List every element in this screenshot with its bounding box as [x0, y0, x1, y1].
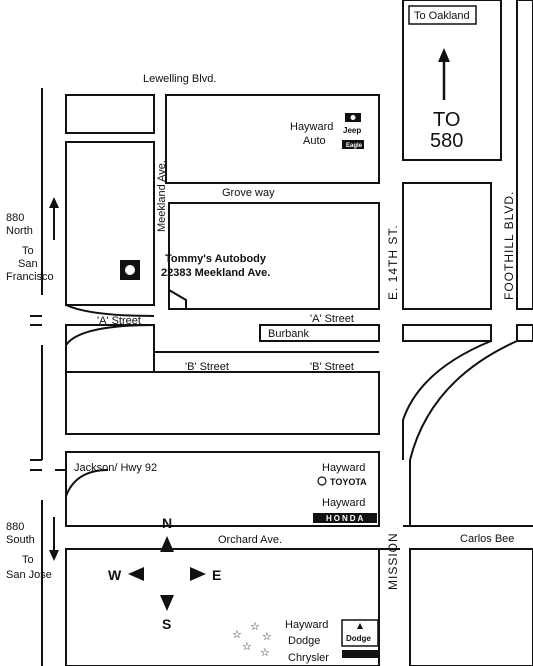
- toyota-logo-icon: [317, 476, 327, 486]
- up-arrow-icon: [438, 48, 450, 100]
- street-lines: [30, 88, 533, 666]
- svg-text:☆: ☆: [262, 630, 272, 643]
- hwy-880-north-to: To: [22, 245, 34, 257]
- to-oakland-sign: To Oakland: [408, 5, 477, 25]
- hwy-880-south-direction: South: [6, 534, 35, 546]
- compass-n: N: [162, 515, 172, 531]
- block-foothill-east: [516, 0, 533, 310]
- eagle-logo-icon: [342, 140, 364, 149]
- a-street-east-label: 'A' Street: [310, 313, 354, 325]
- compass-north-arrow-icon: [160, 536, 174, 552]
- block-hayward-auto: [165, 94, 380, 184]
- svg-text:☆: ☆: [250, 620, 260, 633]
- carlos-bee-label: Carlos Bee: [460, 533, 514, 545]
- dodge-logo-icon: Dodge: [341, 619, 379, 647]
- foothill-blvd-label: FOOTHILL BLVD.: [502, 191, 516, 300]
- block-tommys: [168, 202, 380, 310]
- compass-east-arrow-icon: [190, 567, 206, 581]
- to-580-line1: TO: [433, 109, 460, 131]
- dodge-brand: Dodge: [346, 634, 371, 643]
- hayward-auto-line1: Hayward: [290, 121, 333, 133]
- orchard-ave-label: Orchard Ave.: [218, 534, 282, 546]
- jeep-logo-icon: [345, 113, 361, 122]
- b-street-west-label: 'B' Street: [185, 361, 229, 373]
- block-burbank: [259, 324, 380, 342]
- toyota-dealer-name: Hayward: [322, 462, 365, 474]
- highway-880: 880 North To San Francisco 880 South To …: [6, 197, 59, 581]
- hwy-880-south-to: To: [22, 554, 34, 566]
- hwy-880-south-city: San Jose: [6, 569, 52, 581]
- compass-south-arrow-icon: [160, 595, 174, 611]
- block-e14th-middle: [402, 324, 492, 342]
- block-west-of-meekland: [65, 141, 155, 306]
- dodge-dealer-line1: Hayward: [285, 619, 328, 631]
- jackson-hwy92-label: Jackson/ Hwy 92: [74, 462, 157, 474]
- hwy-880-north-city2: Francisco: [6, 271, 54, 283]
- dodge-dealer-line2: Dodge: [288, 635, 320, 647]
- e-14th-st-label: E. 14TH ST.: [386, 224, 400, 300]
- block-carlos-bee-south: [409, 548, 533, 666]
- svg-text:☆: ☆: [242, 640, 252, 653]
- hwy-880-north-city1: San: [18, 258, 38, 270]
- dodge-dealer-line3: Chrysler: [288, 652, 329, 664]
- mission-label: MISSION: [386, 532, 400, 590]
- compass-e: E: [212, 567, 221, 583]
- stars-icon: ☆ ☆ ☆ ☆ ☆: [232, 620, 272, 659]
- b-street-east-label: 'B' Street: [310, 361, 354, 373]
- block-dodge: [65, 548, 380, 666]
- block-lewelling-west: [65, 94, 155, 134]
- svg-text:☆: ☆: [232, 628, 242, 641]
- meekland-ave-label: Meekland Ave.: [156, 160, 168, 232]
- block-far-east-middle: [516, 324, 533, 342]
- hwy-880-south-number: 880: [6, 521, 24, 533]
- honda-dealer-name: Hayward: [322, 497, 365, 509]
- north-arrow-icon: [49, 197, 59, 240]
- block-e14th-north: [402, 182, 492, 310]
- hwy-880-north-number: 880: [6, 212, 24, 224]
- burbank-label: Burbank: [268, 328, 309, 340]
- city-blocks: [65, 0, 533, 666]
- compass-w: W: [108, 567, 122, 583]
- south-arrow-icon: [49, 517, 59, 561]
- block-b-street-south: [65, 371, 380, 435]
- lewelling-blvd-label: Lewelling Blvd.: [143, 73, 216, 85]
- grove-way-label: Grove way: [222, 187, 275, 199]
- destination-address: 22383 Meekland Ave.: [161, 267, 270, 279]
- svg-text:☆: ☆: [260, 646, 270, 659]
- block-oakland-580: [402, 0, 502, 161]
- toyota-brand: TOYOTA: [330, 477, 367, 487]
- street-labels: Lewelling Blvd. Grove way Meekland Ave. …: [74, 73, 516, 590]
- honda-brand: HONDA: [326, 514, 365, 523]
- jeep-brand: Jeep: [343, 126, 361, 135]
- chrysler-bar-icon: [342, 650, 378, 658]
- hayward-auto-line2: Auto: [303, 135, 326, 147]
- destination-marker-icon: [120, 260, 140, 280]
- compass-rose: N S W E: [108, 515, 221, 632]
- block-toyota-honda: [65, 451, 380, 527]
- destination-name: Tommy's Autobody: [165, 253, 267, 265]
- eagle-brand: Eagle: [346, 143, 363, 149]
- compass-s: S: [162, 616, 171, 632]
- honda-logo-icon: [313, 513, 377, 523]
- a-street-west-label: 'A' Street: [97, 315, 141, 327]
- to-oakland-label: To Oakland: [414, 10, 470, 22]
- to-580-line2: 580: [430, 130, 463, 152]
- compass-west-arrow-icon: [128, 567, 144, 581]
- hwy-880-north-direction: North: [6, 225, 33, 237]
